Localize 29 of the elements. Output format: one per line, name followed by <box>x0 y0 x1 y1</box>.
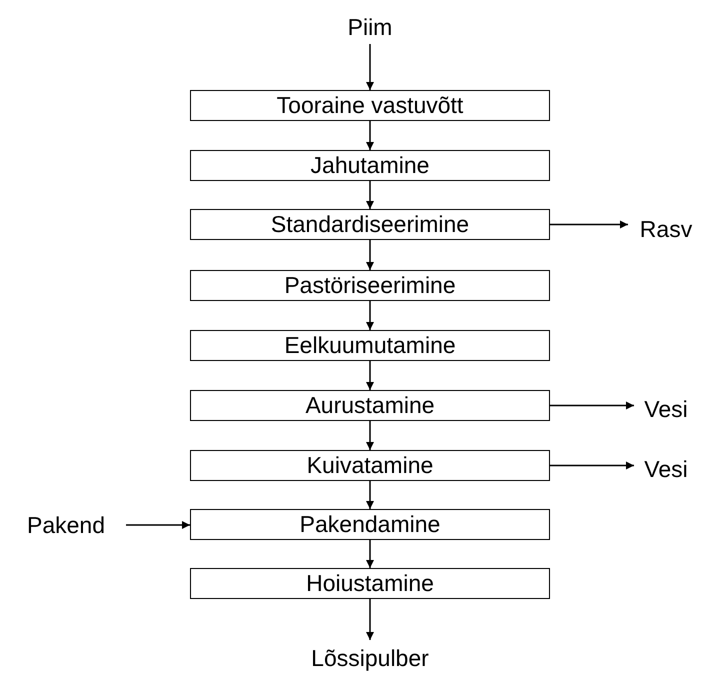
flow-label: Lõssipulber <box>290 640 450 676</box>
process-box: Pakendamine <box>190 509 550 540</box>
process-box: Tooraine vastuvõtt <box>190 90 550 121</box>
arrow <box>366 301 374 330</box>
flow-label: Vesi <box>634 452 698 486</box>
arrow <box>366 181 374 209</box>
arrow <box>366 121 374 150</box>
arrow <box>366 481 374 509</box>
arrow <box>366 540 374 568</box>
arrow <box>550 402 634 410</box>
arrow <box>366 44 374 90</box>
process-box: Pastöriseerimine <box>190 270 550 301</box>
arrow <box>126 521 190 529</box>
arrow <box>366 240 374 270</box>
flow-label: Pakend <box>6 508 126 542</box>
arrow <box>550 220 628 228</box>
arrow <box>366 421 374 450</box>
arrow <box>366 599 374 640</box>
flow-label: Rasv <box>628 212 704 246</box>
flow-label: Vesi <box>634 392 698 426</box>
process-box: Aurustamine <box>190 390 550 421</box>
process-box: Kuivatamine <box>190 450 550 481</box>
arrow <box>550 462 634 470</box>
process-box: Eelkuumutamine <box>190 330 550 361</box>
process-box: Jahutamine <box>190 150 550 181</box>
process-box: Standardiseerimine <box>190 209 550 240</box>
process-box: Hoiustamine <box>190 568 550 599</box>
arrow <box>366 361 374 390</box>
flow-label: Piim <box>335 10 405 44</box>
